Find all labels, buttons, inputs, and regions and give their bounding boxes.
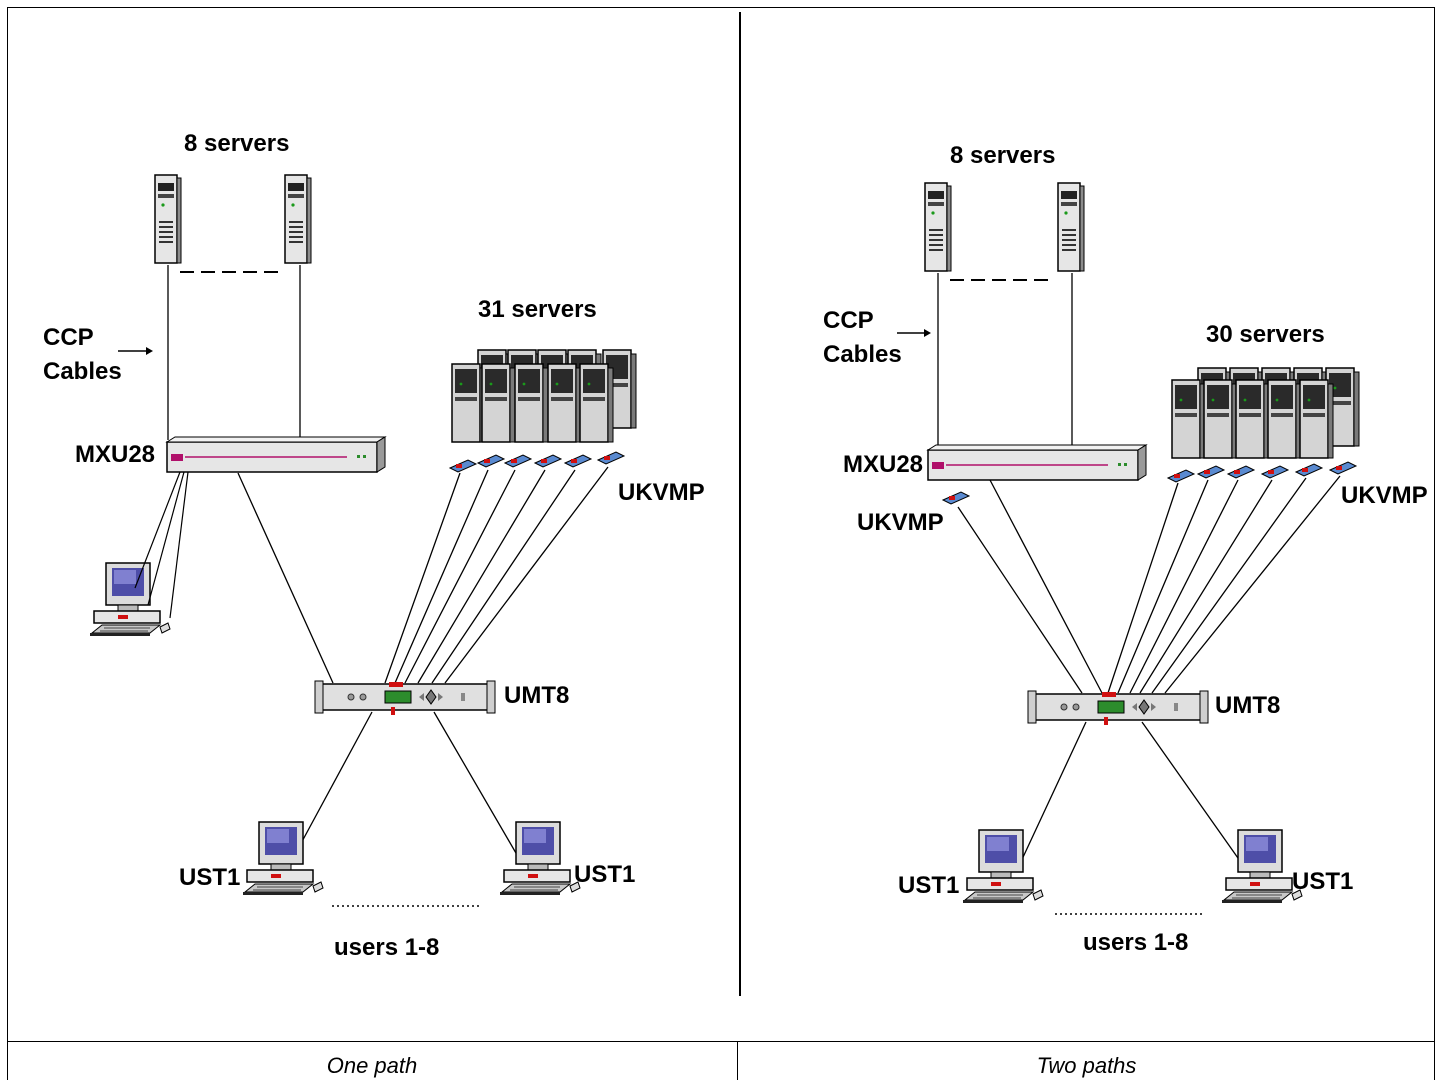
left-tower-server-icon <box>154 174 182 264</box>
right-umt8-label: UMT8 <box>1215 692 1280 719</box>
right-ukvmp-umt-link <box>957 506 1083 694</box>
right-ukvmp-link <box>1164 475 1341 694</box>
caption-one-path: One path <box>326 1053 418 1078</box>
right-arrow-icon <box>897 329 931 337</box>
left-user-workstation-icon <box>499 821 581 896</box>
right-panel: 8 servers CCP Cables MXU28 30 servers <box>823 142 1428 956</box>
right-rack-servers-icon <box>1171 367 1360 459</box>
left-rack-servers-label: 31 servers <box>478 296 597 323</box>
left-user-workstation-icon <box>242 821 324 896</box>
caption-divider <box>737 1041 738 1080</box>
right-tower-server-icon <box>924 182 952 272</box>
right-ukvmp-label: UKVMP <box>1341 482 1428 509</box>
right-tower-server-icon <box>1057 182 1085 272</box>
left-console-cable <box>169 471 189 619</box>
right-mxu28-label: MXU28 <box>843 451 923 478</box>
right-umt8-switch-icon <box>1027 690 1209 726</box>
left-mxu28-switch-icon <box>166 436 386 473</box>
left-top-servers-label: 8 servers <box>184 130 289 157</box>
left-ust1-right-label: UST1 <box>574 861 635 888</box>
left-ukvmp-link <box>394 469 489 684</box>
right-ust1-left-label: UST1 <box>898 872 959 899</box>
right-users-label: users 1-8 <box>1083 929 1188 956</box>
caption-two-paths: Two paths <box>1036 1053 1137 1078</box>
right-rack-servers-label: 30 servers <box>1206 321 1325 348</box>
right-ukvmp-link <box>1107 482 1179 694</box>
left-mxu28-label: MXU28 <box>75 441 155 468</box>
left-rack-servers-icon <box>451 349 637 443</box>
right-ukvmp-link <box>1151 477 1307 694</box>
left-user-link <box>433 711 521 861</box>
right-mxu-umt-link <box>989 479 1103 694</box>
right-top-servers-label: 8 servers <box>950 142 1055 169</box>
left-mxu-umt-link <box>237 472 334 684</box>
left-ukvmp-link <box>444 466 609 684</box>
left-umt8-label: UMT8 <box>504 682 569 709</box>
right-ccp-label: CCP <box>823 307 874 334</box>
left-ukvmp-dongles-icon <box>449 451 625 473</box>
left-ukvmp-link <box>404 469 516 684</box>
left-umt8-switch-icon <box>314 680 496 716</box>
left-tower-server-icon <box>284 174 312 264</box>
left-user-link <box>291 711 373 861</box>
left-ukvmp-link <box>384 472 461 684</box>
left-cables-label: Cables <box>43 358 122 385</box>
left-local-console-icon <box>89 562 171 637</box>
left-ukvmp-label: UKVMP <box>618 479 705 506</box>
left-ukvmp-link <box>431 469 576 684</box>
left-ust1-left-label: UST1 <box>179 864 240 891</box>
right-ukvmp-link <box>1117 479 1209 694</box>
left-console-cable <box>147 471 185 606</box>
right-mxu28-switch-icon <box>927 444 1147 481</box>
left-console-cable <box>134 471 181 589</box>
network-diagram: 8 servers CCP Cables MXU28 31 servers <box>43 12 1428 996</box>
left-arrow-icon <box>118 347 153 355</box>
left-panel: 8 servers CCP Cables MXU28 31 servers <box>43 130 705 961</box>
left-ccp-label: CCP <box>43 324 94 351</box>
left-users-label: users 1-8 <box>334 934 439 961</box>
diagram-frame <box>7 7 1435 1080</box>
right-ukvmp-link <box>1139 479 1273 694</box>
right-cables-label: Cables <box>823 341 902 368</box>
right-ukvmp-link <box>1129 479 1239 694</box>
right-ust1-right-label: UST1 <box>1292 868 1353 895</box>
right-user-link <box>1017 721 1087 869</box>
left-ukvmp-link <box>417 469 546 684</box>
right-user-workstation-icon <box>1221 829 1303 904</box>
right-user-link <box>1141 721 1246 869</box>
right-ukvmp-left-label: UKVMP <box>857 509 944 536</box>
caption-row <box>7 1041 1435 1080</box>
